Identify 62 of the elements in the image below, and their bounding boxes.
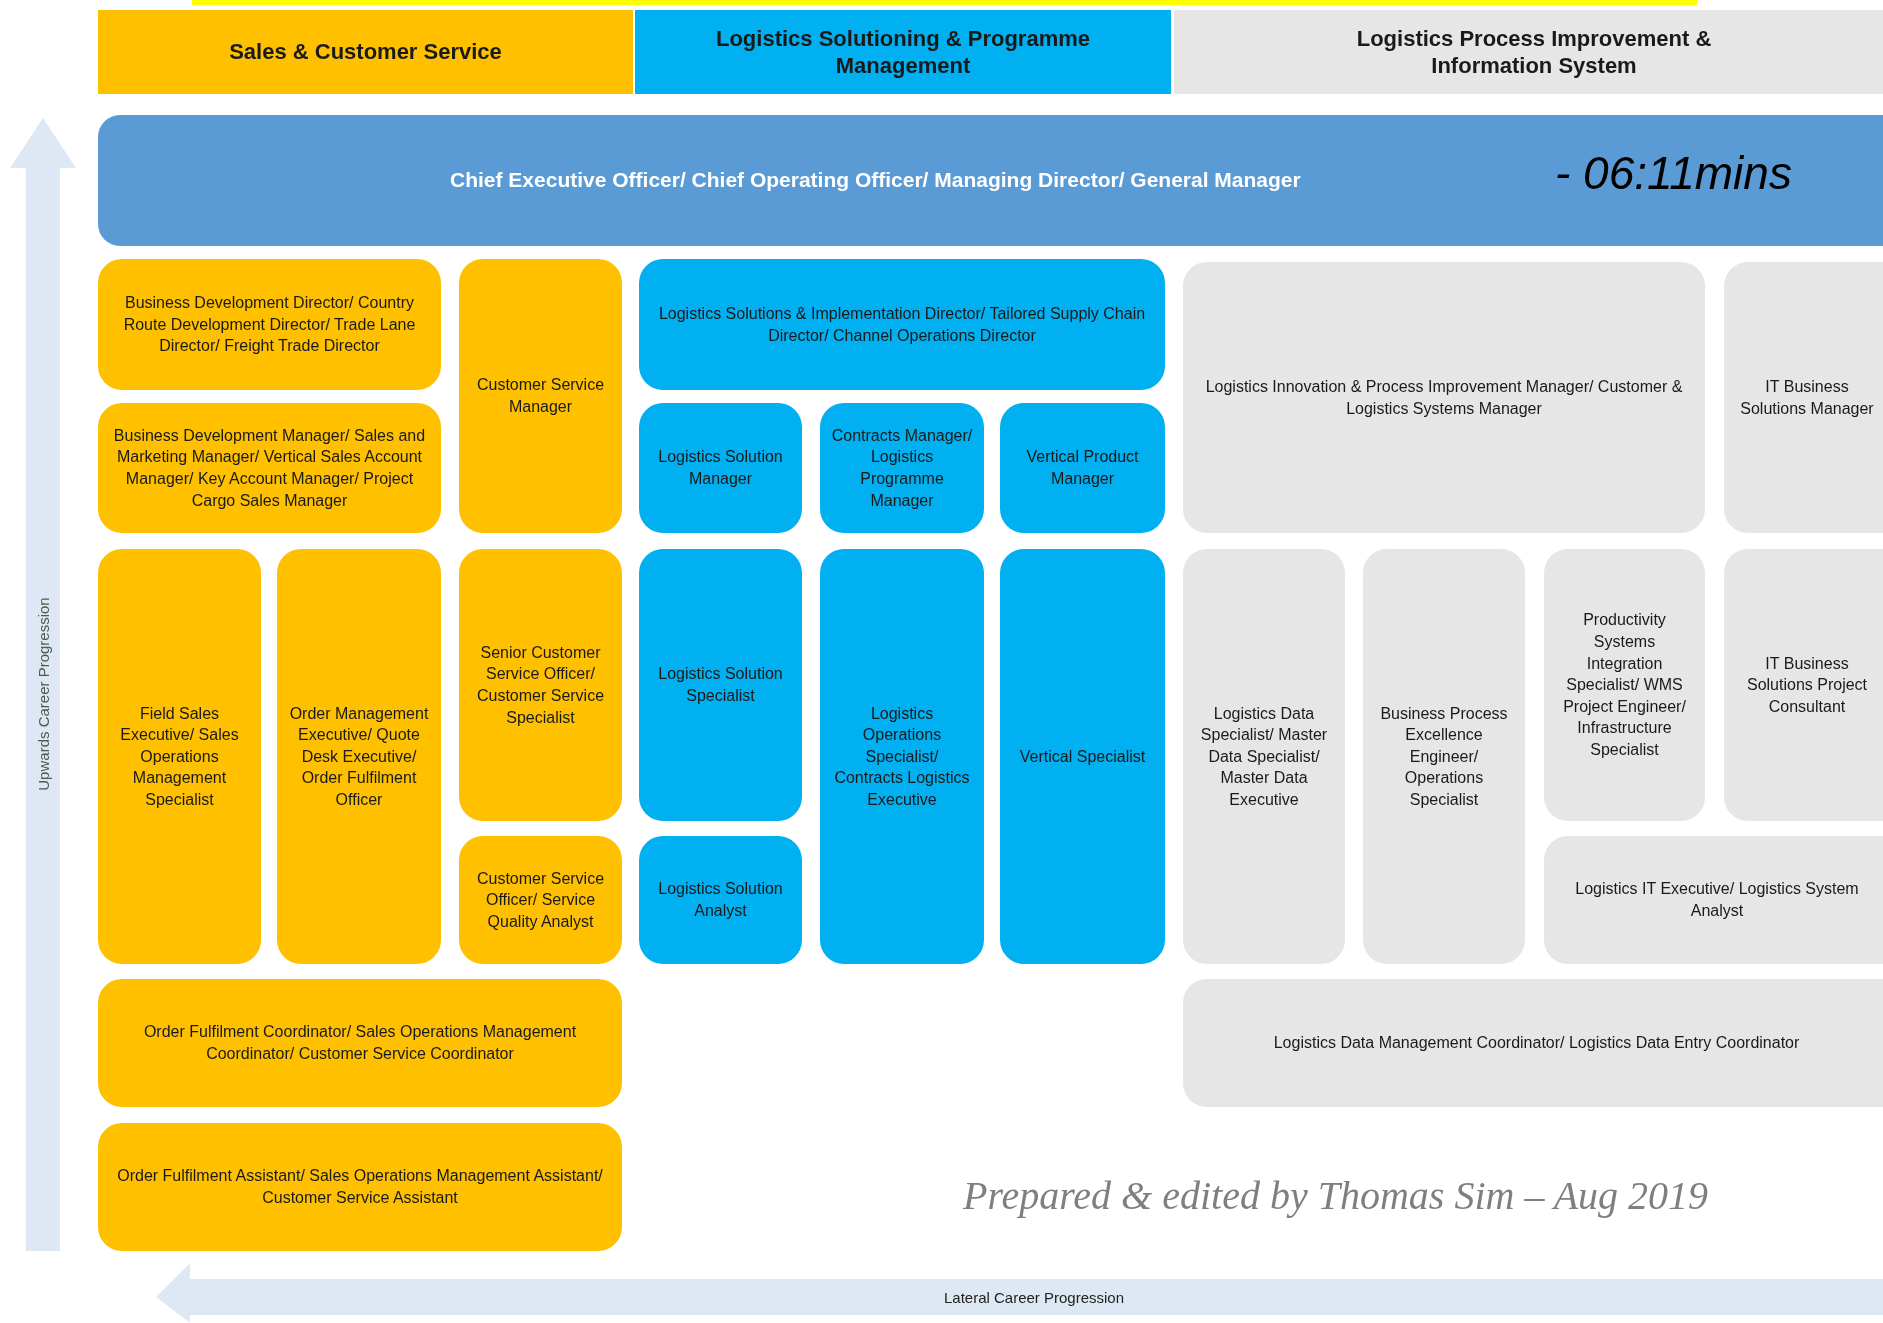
role-box bbox=[459, 549, 622, 821]
role-box bbox=[1363, 549, 1525, 964]
axis-label: Lateral Career Progression bbox=[943, 1288, 1125, 1306]
author-note: Prepared & edited by Thomas Sim – Aug 2019 bbox=[963, 1172, 1709, 1219]
role-box bbox=[820, 549, 984, 964]
role-title: Logistics Solutions & Implementation Director/ Tailored Supply Chain Director/ Channel Operations Director bbox=[657, 303, 1147, 346]
time-note: - 06:11mins bbox=[1555, 146, 1792, 200]
role-box bbox=[98, 403, 441, 533]
role-box bbox=[459, 836, 622, 964]
role-box bbox=[277, 549, 441, 964]
role-title: Contracts Manager/ Logistics Programme Manager bbox=[830, 425, 974, 511]
role-title: Senior Customer Service Officer/ Customer Service Specialist bbox=[475, 642, 606, 728]
role-title: Order Management Executive/ Quote Desk Executive/ Order Fulfilment Officer bbox=[288, 703, 430, 810]
role-title: Business Development Manager/ Sales and Marketing Manager/ Vertical Sales Account Manager/ Key Account Manager/ Project Cargo Sales Manager bbox=[112, 425, 427, 511]
role-title: Business Development Director/ Country Route Development Director/ Trade Lane Director/ Freight Trade Director bbox=[122, 293, 417, 357]
role-title: Field Sales Executive/ Sales Operations Management Specialist bbox=[119, 703, 240, 810]
role-title: IT Business Solutions Manager bbox=[1739, 376, 1875, 419]
role-title: IT Business Solutions Project Consultant bbox=[1745, 653, 1869, 717]
role-title: Logistics Data Management Coordinator/ Logistics Data Entry Coordinator bbox=[1273, 1033, 1800, 1054]
role-box bbox=[639, 836, 802, 964]
axis-label: Upwards Career Progression bbox=[34, 597, 52, 791]
role-box bbox=[1183, 979, 1883, 1107]
role-box bbox=[1183, 262, 1705, 533]
role-title: Logistics Data Specialist/ Master Data Specialist/ Master Data Executive bbox=[1199, 703, 1329, 810]
header-text: Logistics Solutioning & Programme Management bbox=[714, 24, 1091, 80]
role-box bbox=[1724, 549, 1883, 821]
role-title: Order Fulfilment Assistant/ Sales Operations Management Assistant/ Customer Service Assistant bbox=[116, 1166, 604, 1208]
role-box bbox=[639, 549, 802, 821]
category-header bbox=[635, 10, 1171, 94]
role-title: Customer Service Manager bbox=[475, 375, 606, 417]
role-title: Chief Executive Officer/ Chief Operating Officer/ Managing Director/ General Manager bbox=[450, 167, 1301, 194]
role-title: Logistics Solution Manager bbox=[657, 447, 784, 489]
role-title: Order Fulfilment Coordinator/ Sales Operations Management Coordinator/ Customer Service Coordinator bbox=[142, 1022, 578, 1064]
role-band bbox=[98, 115, 1883, 246]
role-title: Logistics Innovation & Process Improvement Manager/ Customer & Logistics Systems Manager bbox=[1204, 376, 1684, 419]
role-box bbox=[820, 403, 984, 533]
role-title: Logistics Solution Analyst bbox=[657, 879, 784, 921]
role-title: Logistics IT Executive/ Logistics System Analyst bbox=[1574, 879, 1860, 921]
category-header bbox=[1174, 10, 1883, 94]
role-box bbox=[639, 259, 1165, 390]
role-title: Business Process Excellence Engineer/ Operations Specialist bbox=[1379, 703, 1509, 810]
role-box bbox=[1183, 549, 1345, 964]
role-box bbox=[1724, 262, 1883, 533]
role-title: Productivity Systems Integration Specialist/ WMS Project Engineer/ Infrastructure Specialist bbox=[1562, 610, 1687, 760]
role-title: Vertical Specialist bbox=[1019, 746, 1146, 767]
role-box bbox=[98, 259, 441, 390]
header-text: Logistics Process Improvement & Information System bbox=[1355, 24, 1713, 80]
header-text: Sales & Customer Service bbox=[229, 38, 502, 66]
role-box bbox=[98, 1123, 622, 1251]
role-box bbox=[459, 259, 622, 533]
role-box bbox=[1000, 403, 1165, 533]
role-box bbox=[1544, 836, 1883, 964]
role-box bbox=[639, 403, 802, 533]
role-box bbox=[1000, 549, 1165, 964]
role-box bbox=[1544, 549, 1705, 821]
role-box bbox=[98, 979, 622, 1107]
role-title: Vertical Product Manager bbox=[1025, 447, 1140, 489]
role-box bbox=[98, 549, 261, 964]
role-title: Customer Service Officer/ Service Quality Analyst bbox=[475, 868, 606, 932]
role-title: Logistics Operations Specialist/ Contracts Logistics Executive bbox=[833, 703, 971, 810]
role-title: Logistics Solution Specialist bbox=[657, 664, 784, 706]
category-header bbox=[98, 10, 633, 94]
